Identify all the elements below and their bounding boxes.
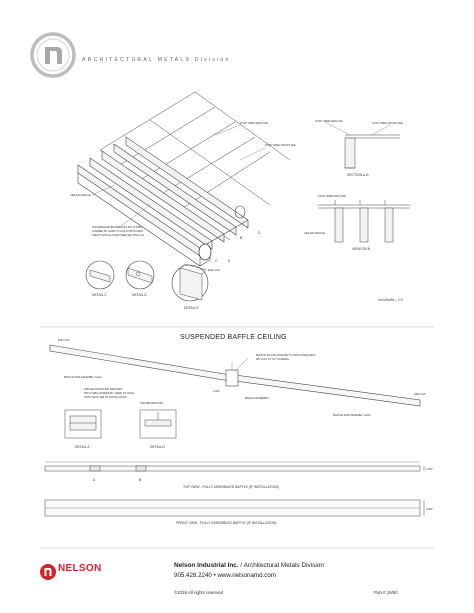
label-spacer-note-2: WITH TABS FORMED BY HAND TO HOLD <box>84 391 134 395</box>
label-letter-b-iso: B <box>240 236 243 240</box>
top-view <box>44 461 425 472</box>
label-hanger-note-1: SPACER/HANGER BRACKET WITH TABS <box>92 225 142 229</box>
label-section-a: SECTION A-A <box>347 173 369 177</box>
label-section-cross: 15/16" WIDE CROSS TEE <box>372 121 403 125</box>
label-view-tee: 15/16" WIDE MAIN TEE <box>318 194 346 198</box>
company-line: Nelson Industrial Inc. / Architectural M… <box>174 562 324 569</box>
label-section-tee: 15/16" WIDE MAIN TEE <box>315 119 343 123</box>
label-hanger-note-2: FORMED BY HAND TO HOLD ONTO MAIN <box>92 229 143 233</box>
label-end-cap-left: END CAP <box>58 338 70 342</box>
label-detail-c: DETAIL C <box>92 293 107 297</box>
label-view-b: VIEW ON B <box>352 247 371 251</box>
detail-c-d <box>85 260 155 290</box>
label-end-cap-right: END CAP <box>414 392 426 396</box>
label-detail-a: DETAIL A <box>75 445 90 449</box>
front-view <box>44 499 425 517</box>
label-letter-e: E <box>228 259 231 263</box>
label-detail-e: DETAIL E <box>184 306 199 310</box>
division-title: ARCHITECTURAL METALS Division <box>82 57 231 63</box>
label-baffle-half-right: BAFFLE SUB-ASSEMBLY HALF <box>333 413 371 417</box>
label-letter-b-top: B <box>139 478 142 482</box>
detail-e <box>171 263 209 302</box>
label-top-view: TOP VIEW - FULLY ASSEMBLED BAFFLE (IF IN… <box>183 485 279 489</box>
company-name: Nelson Industrial Inc. <box>174 562 239 569</box>
label-cross-tee: 15/16" WIDE CROSS TEE <box>265 143 296 147</box>
section-a-a <box>324 121 400 169</box>
label-front-view: FRONT VIEW - FULLY ASSEMBLED BAFFLE (IF … <box>176 521 276 525</box>
label-ceiling-baffle: CEILING BAFFLE <box>70 193 91 197</box>
drawing-number: NumBaffle - CG <box>378 298 404 302</box>
nelson-brand-icon <box>40 564 56 580</box>
label-dim-3: 6.000 <box>426 507 433 511</box>
label-detail-b: DETAIL B <box>150 445 165 449</box>
label-letter-d: D <box>258 231 261 235</box>
copyright: ©2019 All rights reserved <box>174 590 224 595</box>
view-on-b <box>318 200 410 243</box>
label-letter-c: C <box>215 259 218 263</box>
baffle-elevation <box>49 344 421 407</box>
drawing-labels: 15/16" WIDE MAIN TEE 15/16" WIDE CROSS T… <box>58 119 433 525</box>
detail-a-b <box>64 409 177 439</box>
label-view-baffle: CEILING BAFFLE <box>304 231 325 235</box>
label-baffle-splice: BAFFLE SPLICE (PAINTED TO MATCH BAFFLES) <box>256 353 316 357</box>
label-baffle-half-left: BAFFLE SUB-ASSEMBLY HALF <box>64 375 102 379</box>
label-main-tee: 15/16" WIDE MAIN TEE <box>240 121 268 125</box>
label-dim-1: 4.000 <box>213 389 220 393</box>
label-dim-2: 4.000 <box>426 467 433 471</box>
company-suffix: / Architectural Metals Division <box>238 562 324 569</box>
baffles-iso <box>77 136 249 267</box>
label-splice-note: WITH NO.8 x 1/2" SCREWS <box>256 357 289 361</box>
footer-brand: NELSON <box>58 563 102 574</box>
label-letter-a-top: A <box>93 478 96 482</box>
contact-line: 905.428.2240 • www.nelsonamd.com <box>174 572 276 579</box>
label-spacer-note-1: SPACER MOUNTING BRACKET <box>84 387 123 391</box>
label-end-cap-small: END CAP <box>208 268 220 272</box>
nelson-logo-icon <box>30 32 76 78</box>
label-hanger-note-3: TEE AT INSTALLATION (SEE SECTION A-A) <box>92 233 144 237</box>
publication-number: Pub.# 19/50 <box>374 590 398 595</box>
label-spacer-bracket: SPACER BRACKET <box>140 401 164 405</box>
label-detail-d: DETAIL D <box>132 293 147 297</box>
label-spacer-note-3: ONTO MAIN TEE AT INSTALLATION <box>84 395 127 399</box>
section-title: SUSPENDED BAFFLE CEILING <box>180 334 287 341</box>
label-baffle-assembly: BAFFLE ASSEMBLY <box>245 396 269 400</box>
